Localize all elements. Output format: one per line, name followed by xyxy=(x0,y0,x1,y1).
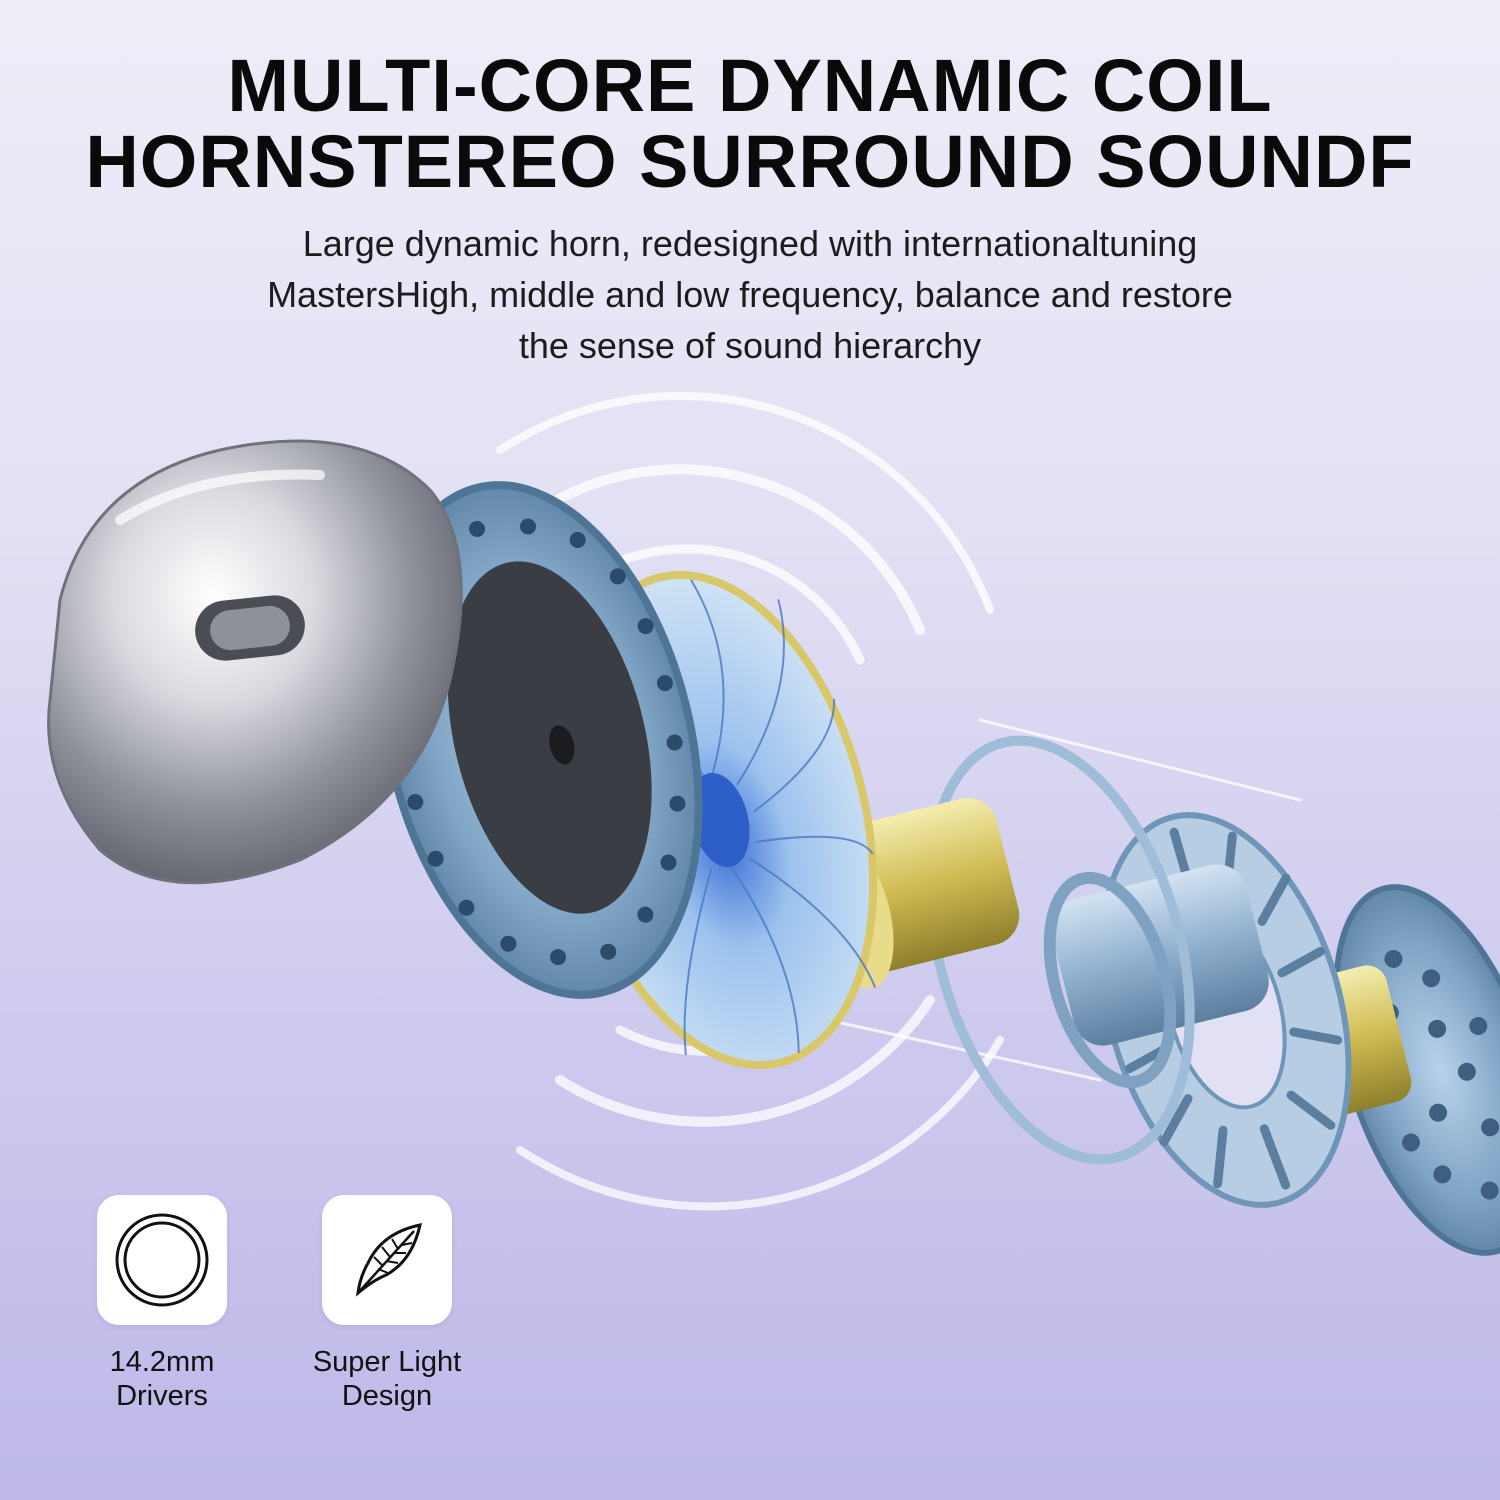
exploded-earbud-illustration xyxy=(47,391,1500,1256)
super-light-feature-label: Super Light Design xyxy=(282,1345,492,1413)
description-line-3: the sense of sound hierarchy xyxy=(518,325,982,366)
headline-line-1: MULTI-CORE DYNAMIC COIL xyxy=(227,44,1273,127)
super-light-feature-badge xyxy=(322,1195,452,1325)
headline-line-2: HORNSTEREO SURROUND SOUNDF xyxy=(85,120,1415,203)
super-light-feature-line-1: Super Light xyxy=(312,1346,462,1378)
drivers-feature-line-2: Drivers xyxy=(116,1380,208,1412)
earbud-shell xyxy=(47,439,463,885)
drivers-feature-badge xyxy=(97,1195,227,1325)
headline: MULTI-CORE DYNAMIC COIL HORNSTEREO SURRO… xyxy=(0,48,1500,200)
concentric-circles-icon xyxy=(115,1213,209,1307)
drivers-feature-label: 14.2mm Drivers xyxy=(62,1345,262,1413)
description-line-2: MastersHigh, middle and low frequency, b… xyxy=(267,274,1233,315)
ring-washers xyxy=(925,735,1195,1165)
super-light-feature-line-2: Design xyxy=(341,1380,433,1412)
description-line-1: Large dynamic horn, redesigned with inte… xyxy=(302,223,1198,264)
earbud-vent-grille xyxy=(195,595,305,661)
drivers-feature-line-1: 14.2mm xyxy=(109,1346,215,1378)
feather-icon xyxy=(356,1223,422,1297)
description: Large dynamic horn, redesigned with inte… xyxy=(150,218,1350,371)
